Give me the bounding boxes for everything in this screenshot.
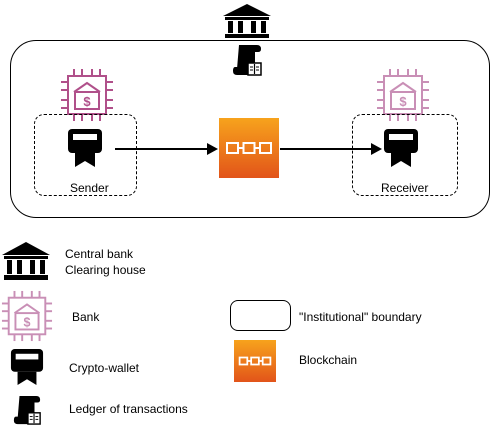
svg-text:$: $ [83,94,91,109]
sender-group [34,114,137,196]
sender-bank-icon: $ [60,68,114,122]
sender-label: Sender [70,181,109,195]
legend-blockchain-icon [234,340,276,382]
legend-wallet-icon [10,348,44,386]
svg-text:$: $ [24,316,31,330]
legend-blockchain-label: Blockchain [299,353,358,367]
ledger-icon [231,43,263,77]
legend-central-bank-line1: Central bank [65,247,134,261]
central-bank-icon [221,2,273,40]
legend-central-bank-icon [0,240,52,282]
receiver-group [352,114,458,196]
institutional-boundary [10,40,490,218]
flow-arrows [115,143,382,155]
blockchain-icon [219,118,279,178]
arrow-head-2 [371,143,382,155]
receiver-wallet-icon [383,128,419,168]
legend-boundary-label: "Institutional" boundary [299,310,422,324]
legend-ledger-label: Ledger of transactions [69,402,188,416]
svg-text:$: $ [399,94,407,109]
legend-bank-icon: $ [1,290,53,342]
receiver-bank-icon: $ [376,68,430,122]
legend-central-bank-line2: Clearing house [65,263,146,277]
legend-bank-label: Bank [72,310,100,324]
arrow-head-1 [207,143,218,155]
legend-ledger-icon [12,394,42,426]
legend-wallet-label: Crypto-wallet [69,361,140,375]
legend-boundary-swatch [230,300,291,331]
sender-wallet-icon [67,128,103,168]
receiver-label: Receiver [381,181,429,195]
